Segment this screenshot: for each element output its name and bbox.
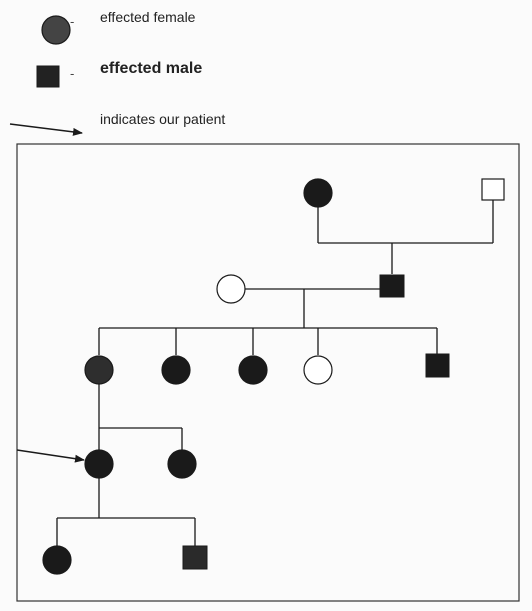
gen1-affected-female <box>303 178 333 208</box>
gen2-unaffected-female <box>216 274 246 304</box>
legend-affected-female-label: effected female <box>100 9 196 25</box>
gen4-affected-female <box>167 449 197 479</box>
gen5-affected-male <box>182 545 208 570</box>
legend-patient-arrow-label: indicates our patient <box>100 111 226 127</box>
gen1-unaffected-male <box>481 178 505 201</box>
gen3-affected-male <box>425 353 450 378</box>
pedigree-frame <box>16 143 520 602</box>
gen3-unaffected-female <box>303 355 333 385</box>
gen3-affected-female <box>238 355 268 385</box>
gen3-affected-female <box>161 355 191 385</box>
legend-affected-female-symbol <box>41 15 71 45</box>
pedigree-lines <box>56 200 494 546</box>
legend-patient-arrow <box>9 123 83 136</box>
legend-dash: - <box>70 66 75 81</box>
legend-affected-male-label: effected male <box>100 60 203 77</box>
legend-affected-male-symbol <box>36 65 60 88</box>
gen5-affected-female <box>42 545 72 575</box>
gen3-affected-female <box>84 355 114 385</box>
legend-dash: - <box>70 14 75 29</box>
gen2-affected-male <box>379 274 405 298</box>
patient-arrow <box>16 449 85 463</box>
gen4-affected-female-patient <box>84 449 114 479</box>
